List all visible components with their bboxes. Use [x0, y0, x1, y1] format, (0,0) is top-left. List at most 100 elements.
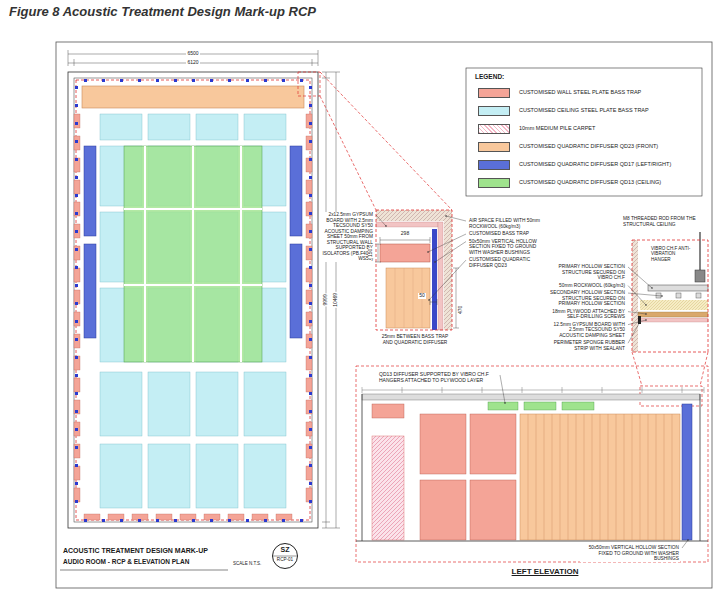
- legend-frame: [466, 68, 702, 196]
- qd13-diffuser: [124, 146, 262, 362]
- ceiling-bass-trap: [100, 444, 142, 508]
- wall-bass-trap: [74, 488, 80, 502]
- diffuser-fin: [528, 414, 529, 540]
- callout-note: PRIMARY HOLLOW SECTION STRUCTURE SECURED…: [546, 264, 626, 281]
- hollow-section-mark: [156, 79, 159, 82]
- hollow-section-mark: [309, 212, 312, 215]
- leader-dot: [385, 225, 387, 227]
- hollow-section-mark: [309, 194, 312, 197]
- wall-bass-trap: [306, 488, 312, 502]
- wall-bass-trap: [74, 158, 80, 172]
- detail-dimension-line: [380, 237, 430, 243]
- leader-line: [628, 320, 646, 325]
- elevation-view: [420, 414, 466, 474]
- wall-bass-trap: [74, 79, 312, 522]
- hollow-section-mark: [309, 410, 312, 413]
- ceiling-bass-trap: [100, 114, 142, 140]
- hollow-section-mark: [102, 519, 105, 522]
- callout-note: VIBRO CH.F ANTI-VIBRATION HANGER: [650, 246, 696, 262]
- legend-heading: LEGEND:: [474, 73, 505, 80]
- hollow-section-mark: [300, 79, 303, 82]
- plan-dimension-line: [322, 72, 340, 528]
- ceiling-bass-trap: [148, 114, 190, 140]
- callout-note: CUSTOMISED QUADRATIC DIFFUSER QD23: [468, 257, 542, 268]
- hollow-section-mark: [75, 392, 78, 395]
- diffuser-fin: [560, 414, 561, 540]
- hollow-section-mark: [309, 122, 312, 125]
- diffuser-fin: [528, 414, 672, 540]
- legend-swatch: [478, 106, 510, 116]
- wall-bass-trap: [74, 466, 80, 480]
- callout-note: 50x50mm VERTICAL HOLLOW SECTION FIXED TO…: [468, 239, 542, 256]
- legend-label: CUSTOMISED QUADRATIC DIFFUSER QD17 (LEFT…: [518, 161, 672, 167]
- wall-bass-trap: [306, 268, 312, 282]
- leader-dot: [661, 295, 663, 297]
- title-block-line: [273, 556, 297, 557]
- plan-dimension-line: [68, 50, 318, 66]
- diffuser-fin: [608, 414, 609, 540]
- wall-bass-trap: [306, 180, 312, 194]
- hollow-section-mark: [174, 519, 177, 522]
- diffuser-fin: [664, 414, 665, 540]
- wall-bass-trap: [74, 202, 80, 216]
- wall-bass-trap: [74, 114, 80, 128]
- diffuser-fin: [584, 414, 585, 540]
- hollow-section-mark: [309, 500, 312, 503]
- leader-dot: [434, 261, 436, 263]
- leader-line: [435, 242, 466, 262]
- wall-bass-trap: [306, 400, 312, 414]
- hollow-section-mark: [309, 482, 312, 485]
- ceiling-section-detail: [632, 240, 638, 352]
- detail-zoom-line: [298, 72, 320, 96]
- hollow-section-mark: [102, 79, 105, 82]
- dimension-text: 150: [368, 248, 374, 258]
- drawing-code: SZ: [273, 546, 297, 554]
- dimension-text: 298: [400, 231, 410, 237]
- title-block-text: AUDIO ROOM - RCP & ELEVATION PLAN: [62, 558, 190, 565]
- wall-lining-line: [76, 80, 310, 520]
- hollow-section-mark: [120, 519, 123, 522]
- legend-label: CUSTOMISED CEILING STEEL PLATE BASS TRAP: [518, 107, 650, 113]
- callout-note: 50x50mm VERTICAL HOLLOW SECTION FIXED TO…: [580, 545, 680, 562]
- detail-zoom-line: [320, 72, 452, 210]
- hollow-section-mark: [264, 519, 267, 522]
- elevation-view: [470, 414, 516, 474]
- legend-label: CUSTOMISED QUADRATIC DIFFUSER QD23 (FRON…: [518, 143, 659, 149]
- ceiling-bass-trap: [244, 372, 286, 436]
- leader-dot: [645, 313, 647, 315]
- wall-bass-trap: [306, 158, 312, 172]
- wall-lining-line: [76, 80, 310, 520]
- elevation-view: [682, 404, 692, 540]
- detail-dimension-line: [375, 244, 381, 262]
- diffuser-fin: [568, 414, 569, 540]
- leader-line: [446, 216, 466, 221]
- wall-bass-trap: [306, 136, 312, 150]
- hollow-section-mark: [309, 392, 312, 395]
- dimension-text: 9999: [323, 293, 329, 306]
- hollow-section-mark: [309, 338, 312, 341]
- wall-bass-trap: [74, 334, 80, 348]
- qd17-diffuser: [84, 244, 96, 338]
- legend-swatch: [478, 142, 510, 152]
- callout-note: 25mm BETWEEN BASS TRAP AND QUADRATIC DIF…: [376, 334, 454, 345]
- hollow-section-mark: [309, 230, 312, 233]
- leader-line: [376, 215, 386, 226]
- elevation-view: [362, 394, 700, 400]
- hollow-section-mark: [246, 519, 249, 522]
- ceiling-bass-trap: [148, 372, 190, 436]
- hollow-section-mark: [75, 248, 78, 251]
- hollow-section-mark: [75, 104, 78, 107]
- wall-bass-trap: [74, 224, 80, 238]
- qd13-diffuser: [124, 146, 262, 362]
- leader-dot: [651, 287, 653, 289]
- hollow-section-mark: [309, 356, 312, 359]
- hollow-section-mark: [75, 122, 78, 125]
- diffuser-fin: [544, 414, 545, 540]
- elevation-view: [362, 387, 704, 393]
- hollow-section-mark: [309, 374, 312, 377]
- hollow-section-mark: [75, 338, 78, 341]
- figure-title: Figure 8 Acoustic Treatment Design Mark-…: [8, 5, 317, 20]
- elevation-view: [488, 402, 518, 410]
- hollow-section-mark: [309, 266, 312, 269]
- hollow-section-mark: [309, 86, 312, 89]
